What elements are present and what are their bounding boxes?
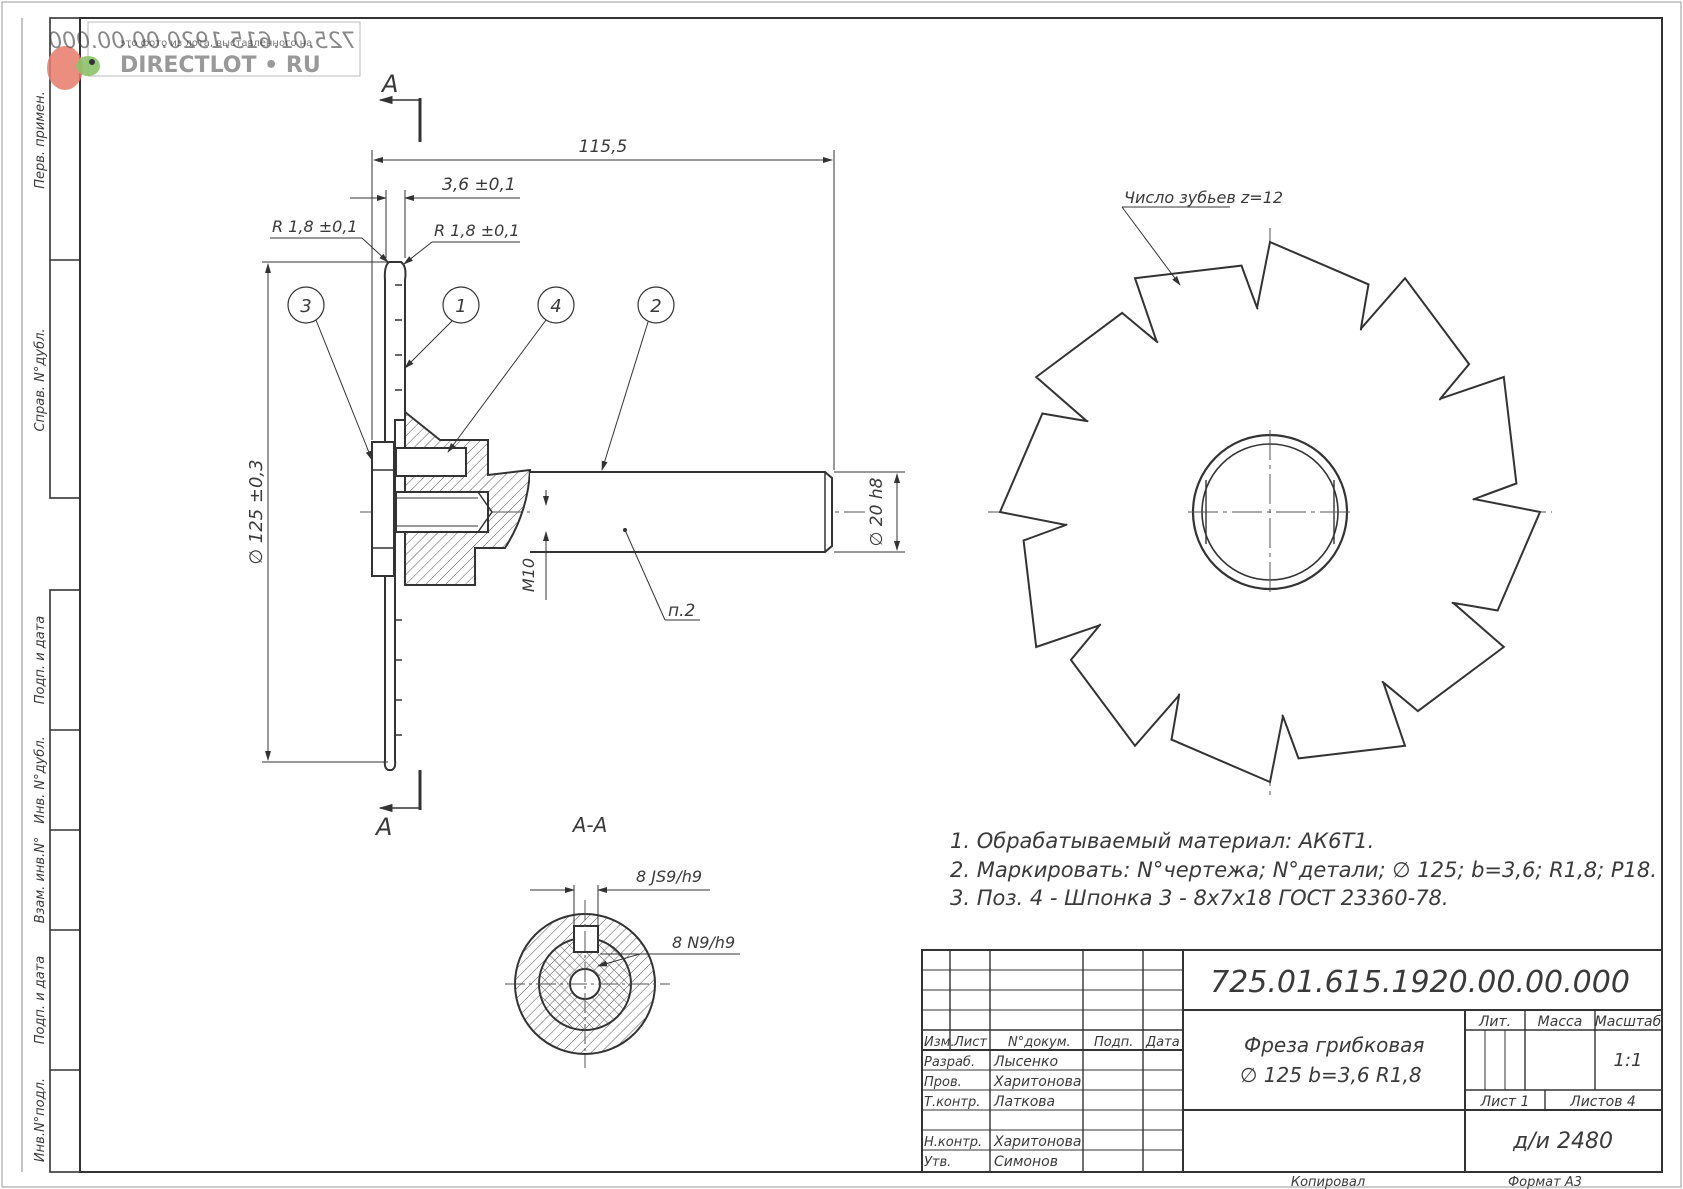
callout-1: 1 — [455, 296, 466, 317]
dim-total-length: 115,5 — [579, 137, 628, 157]
section-a-a: А-А 8 JS9/h9 8 N9/h9 — [505, 813, 740, 1068]
blade-teeth-marks — [395, 284, 402, 736]
cutter-face-view: Число зубьев z=12 — [988, 188, 1552, 800]
side-view — [360, 261, 865, 771]
section-key — [573, 925, 599, 953]
key-fit-1: 8 JS9/h9 — [636, 867, 702, 886]
key — [395, 447, 467, 477]
screw-body — [395, 491, 489, 533]
callout-2: 2 — [650, 296, 661, 317]
org-code: д/и 2480 — [1512, 1129, 1613, 1154]
watermark-caption: это фото из лота, выставленного на — [120, 38, 312, 49]
header-izm: Изм. — [924, 1035, 955, 1050]
name-razrab: Лысенко — [993, 1054, 1058, 1070]
dim-thickness: 3,6 ±0,1 — [442, 175, 516, 195]
callout-3: 3 — [300, 296, 311, 317]
callout-circle-4 — [537, 286, 575, 324]
part-name-line2: ∅ 125 b=3,6 R1,8 — [1240, 1063, 1422, 1087]
header-podp: Подп. — [1094, 1035, 1133, 1050]
side-label-podp-data-1: Подп. и дата — [33, 616, 48, 705]
dim-radius-left: R 1,8 ±0,1 — [272, 217, 358, 236]
title-block — [921, 949, 1663, 1173]
shank — [530, 471, 833, 553]
dim-thread: M10 — [519, 558, 538, 592]
role-utv: Утв. — [924, 1155, 951, 1170]
scale-label: Масштаб — [1595, 1014, 1662, 1030]
dim-shank: ∅ 20 h8 — [867, 477, 887, 546]
callout-circle-1 — [442, 286, 480, 324]
copied-label: Копировал — [1291, 1175, 1365, 1189]
side-label-perv-primen: Перв. примен. — [33, 91, 48, 189]
side-label-inv-dubl: Инв. N°дубл. — [33, 736, 48, 824]
sheets-label: Листов 4 — [1569, 1094, 1636, 1110]
watermark: это фото из лота, выставленного на DIREC… — [47, 21, 361, 90]
teeth-label: Число зубьев z=12 — [1124, 188, 1283, 207]
role-tkontr: Т.контр. — [924, 1095, 980, 1110]
dim-diameter: ∅ 125 ±0,3 — [246, 459, 267, 564]
watermark-mirrored-number: 725.01.615.1920.00.00.000 — [48, 29, 356, 54]
lit-label: Лит. — [1478, 1014, 1511, 1030]
blade-disc — [383, 261, 407, 771]
key-fit-2: 8 N9/h9 — [672, 933, 735, 952]
role-razrab: Разраб. — [924, 1055, 975, 1070]
name-utv: Симонов — [994, 1154, 1058, 1170]
header-data: Дата — [1145, 1035, 1180, 1050]
side-strip: Перв. примен. Справ. N°дубл. Подп. и дат… — [21, 17, 81, 1173]
dimensions: 115,5 3,6 ±0,1 R 1,8 ±0,1 R 1,8 ±0,1 ∅ 1… — [246, 137, 905, 763]
callout-4: 4 — [550, 296, 561, 317]
side-label-podp-data-2: Подп. и дата — [33, 956, 48, 1045]
section-markers: A A — [374, 70, 422, 841]
screw-head — [371, 441, 395, 577]
part-name-line1: Фреза грибковая — [1244, 1033, 1424, 1057]
role-nkontr: Н.контр. — [924, 1135, 982, 1150]
side-label-inv-podl: Инв.N°подл. — [33, 1078, 48, 1162]
dim-radius-right: R 1,8 ±0,1 — [434, 221, 520, 240]
section-title: А-А — [571, 813, 608, 837]
callout-circle-2 — [637, 286, 675, 324]
scale-value: 1:1 — [1614, 1050, 1643, 1071]
title-block-text: 725.01.615.1920.00.00.000 Фреза грибкова… — [924, 965, 1662, 1189]
section-marker-top: A — [380, 70, 398, 98]
name-nkontr: Харитонова — [993, 1134, 1081, 1150]
name-prov: Харитонова — [993, 1074, 1081, 1090]
watermark-brand: DIRECTLOT • RU — [120, 53, 321, 78]
header-docum: N°докум. — [1008, 1035, 1071, 1050]
name-tkontr: Латкова — [993, 1094, 1055, 1110]
doc-number: 725.01.615.1920.00.00.000 — [1210, 965, 1630, 1000]
note-1: 1. Обрабатываемый материал: АК6Т1. — [950, 829, 1374, 853]
format-label: Формат А3 — [1508, 1175, 1582, 1189]
role-prov: Пров. — [924, 1075, 962, 1090]
note-3: 3. Поз. 4 - Шпонка 3 - 8х7х18 ГОСТ 23360… — [950, 886, 1449, 910]
side-label-vzam-inv: Взам. инв.N° — [33, 837, 48, 924]
technical-notes: 1. Обрабатываемый материал: АК6Т1. 2. Ма… — [950, 829, 1657, 910]
squirrel-logo — [47, 46, 100, 90]
note-ref: п.2 — [668, 601, 695, 621]
section-marker-bottom: A — [374, 813, 392, 841]
callout-circle-3 — [287, 286, 325, 324]
side-label-sprav-nomer: Справ. N°дубл. — [33, 328, 48, 431]
mass-label: Масса — [1538, 1014, 1583, 1030]
note-2: 2. Маркировать: N°чертежа; N°детали; ∅ 1… — [950, 858, 1657, 882]
callouts: 3 1 4 2 п.2 — [287, 286, 700, 621]
header-list: Лист — [953, 1035, 987, 1050]
sheet-label: Лист 1 — [1480, 1094, 1530, 1110]
